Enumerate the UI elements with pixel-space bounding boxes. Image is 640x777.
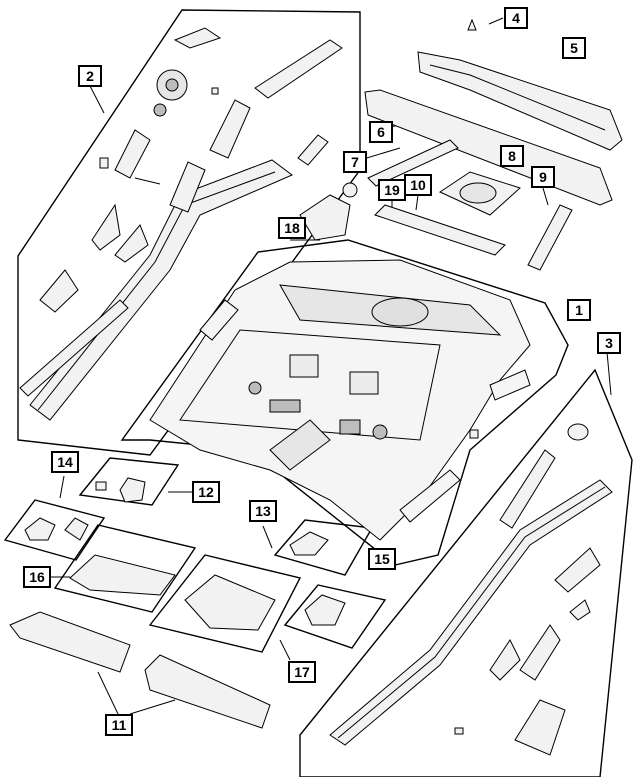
bar-7 <box>367 139 459 187</box>
callout-7: 7 <box>343 151 367 173</box>
panel-13-outline <box>273 519 374 576</box>
callout-1: 1 <box>567 299 591 321</box>
bar-19 <box>374 204 506 256</box>
bracket-13 <box>289 531 329 556</box>
callout-3: 3 <box>597 332 621 354</box>
rail-16 <box>69 554 176 596</box>
spare-tire-well <box>371 297 429 327</box>
rail-17 <box>184 574 276 631</box>
callout-4: 4 <box>504 7 528 29</box>
callout-11: 11 <box>105 714 133 736</box>
panel-15-outline <box>283 584 387 649</box>
bracket-12 <box>119 477 146 503</box>
bracket-15 <box>304 594 346 626</box>
bracket-18 <box>299 194 351 241</box>
floor-pan-1 <box>149 259 531 541</box>
callout-14: 14 <box>51 451 79 473</box>
callout-10: 10 <box>404 174 432 196</box>
callout-18: 18 <box>278 217 306 239</box>
rail-11-a <box>9 611 131 673</box>
bracket-9 <box>527 204 573 271</box>
left-long-rail <box>29 159 293 421</box>
callout-15: 15 <box>368 548 396 570</box>
panel-17-outline <box>148 554 302 653</box>
panel-3-parts <box>329 423 613 756</box>
callout-6: 6 <box>369 121 393 143</box>
callout-19: 19 <box>378 179 406 201</box>
panel-2-parts <box>19 27 343 421</box>
upper-bracket-rail <box>254 39 343 99</box>
callout-13: 13 <box>249 500 277 522</box>
rail-11-b <box>144 654 271 729</box>
callout-2: 2 <box>78 65 102 87</box>
panel-3-outline <box>299 368 633 777</box>
callout-9: 9 <box>531 166 555 188</box>
panel-16-outline <box>53 524 197 613</box>
clip-19 <box>342 182 358 198</box>
rear-crossmember-5 <box>417 51 623 151</box>
callout-16: 16 <box>23 566 51 588</box>
panel-14-outline <box>3 499 106 561</box>
left-inner-rail <box>19 299 129 397</box>
small-bracket-parts <box>9 194 351 729</box>
callout-12: 12 <box>192 481 220 503</box>
round-insulator-3 <box>567 423 589 441</box>
right-long-rail <box>329 479 613 746</box>
callout-17: 17 <box>288 661 316 683</box>
bracket-14 <box>24 517 56 541</box>
callout-8: 8 <box>500 145 524 167</box>
callout-5: 5 <box>562 37 586 59</box>
